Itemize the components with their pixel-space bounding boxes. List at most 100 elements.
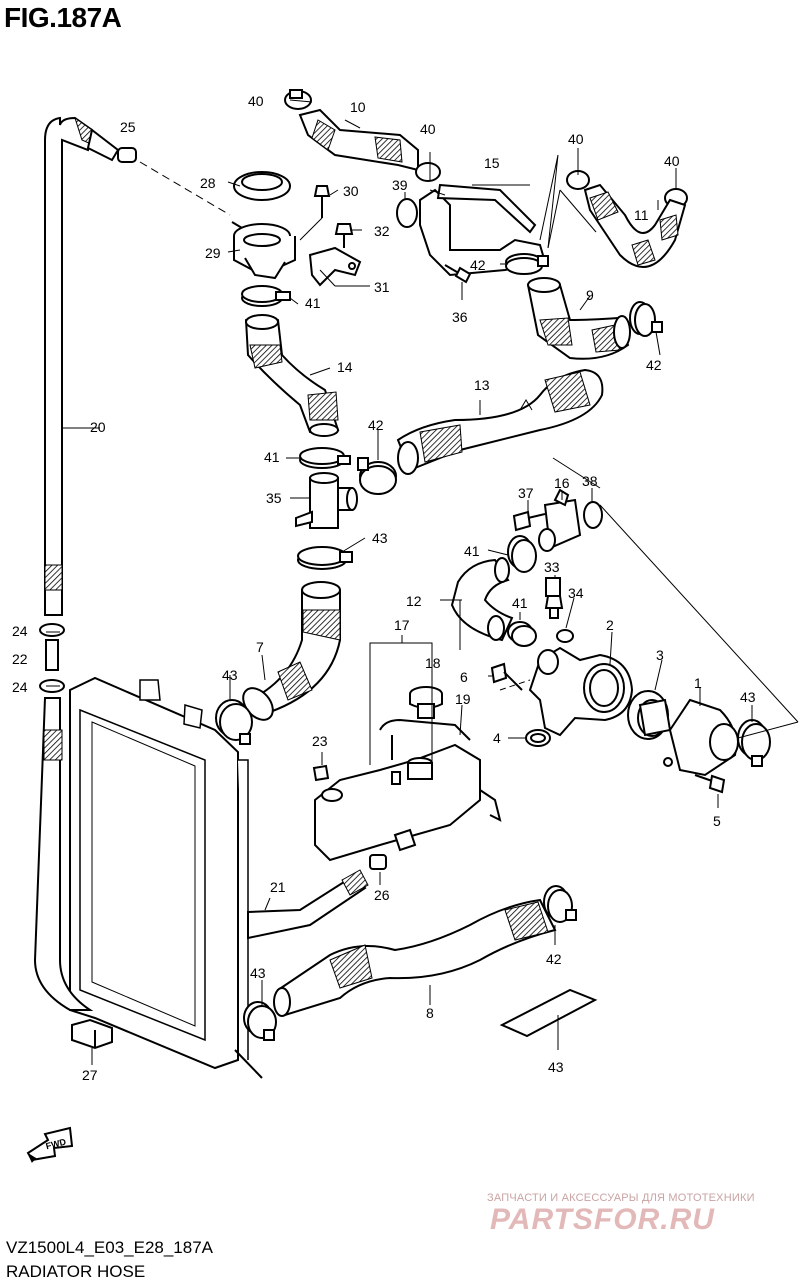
clamp-43-low xyxy=(243,1001,277,1041)
callout-numbers: 1 2 3 4 5 6 7 8 9 10 11 12 13 14 15 16 1… xyxy=(12,93,756,1083)
leader-lines xyxy=(46,99,799,1065)
fitting-22 xyxy=(33,623,94,1011)
o-ring-38 xyxy=(583,501,603,529)
sensor-33 xyxy=(544,577,564,619)
bracket-31 xyxy=(308,246,362,287)
clamp-43-left xyxy=(215,699,253,745)
fwd-arrow-icon: FWD xyxy=(26,1126,74,1163)
callout-39: 39 xyxy=(392,177,408,193)
pipe-15 xyxy=(419,183,547,277)
hose-10 xyxy=(298,108,419,172)
callout-4: 4 xyxy=(493,730,501,746)
bolt-32 xyxy=(334,223,354,248)
callout-26: 26 xyxy=(374,887,390,903)
callout-19: 19 xyxy=(455,691,471,707)
callout-24a: 24 xyxy=(12,623,28,639)
model-code: VZ1500L4_E03_E28_187A xyxy=(6,1238,214,1257)
watermark-tagline: ЗАПЧАСТИ И АКСЕССУАРЫ ДЛЯ МОТОТЕХНИКИ xyxy=(487,1192,755,1204)
callout-44: 43 xyxy=(548,1059,564,1075)
callout-28: 28 xyxy=(200,175,216,191)
clamp-41-right xyxy=(507,535,537,573)
bolt-23 xyxy=(312,764,330,782)
callout-36: 36 xyxy=(452,309,468,325)
washer-34 xyxy=(556,629,574,643)
callout-43c: 43 xyxy=(222,667,238,683)
callout-43d: 43 xyxy=(740,689,756,705)
clamp-43-upper xyxy=(357,457,397,495)
hose-14 xyxy=(244,314,340,437)
callout-11: 11 xyxy=(634,207,649,223)
callout-41d: 41 xyxy=(512,595,528,611)
clamp-27 xyxy=(71,1018,113,1050)
cap-18 xyxy=(409,686,443,719)
pipe-16 xyxy=(538,488,582,552)
callout-23: 23 xyxy=(312,733,328,749)
callout-43e: 43 xyxy=(250,965,266,981)
hose-11 xyxy=(583,183,687,268)
callout-1: 1 xyxy=(694,675,702,691)
callout-12: 12 xyxy=(406,593,422,609)
callout-41a: 41 xyxy=(305,295,321,311)
callout-16: 16 xyxy=(554,475,570,491)
watermark-logo: PARTSFOR.RU xyxy=(490,1203,715,1236)
callout-17: 17 xyxy=(394,617,410,633)
clamp-41-mid xyxy=(299,447,351,469)
callout-40a: 40 xyxy=(248,93,264,109)
callout-32: 32 xyxy=(374,223,390,239)
bolt-6 xyxy=(490,662,523,691)
callout-40b: 40 xyxy=(420,121,436,137)
clamp-42-low xyxy=(543,885,577,923)
clamp-42-right xyxy=(629,301,663,337)
callout-43b: 43 xyxy=(372,530,388,546)
callout-13: 13 xyxy=(474,377,490,393)
hose-13 xyxy=(396,368,604,475)
callout-21: 21 xyxy=(270,879,286,895)
bolt-5 xyxy=(694,774,726,794)
hose-8 xyxy=(273,898,557,1017)
hose-7 xyxy=(242,581,341,721)
joint-35 xyxy=(295,472,358,529)
callout-37: 37 xyxy=(518,485,534,501)
bolt-30 xyxy=(313,185,331,218)
callout-41b: 41 xyxy=(264,449,280,465)
callout-42b: 42 xyxy=(646,357,662,373)
o-ring-39 xyxy=(396,198,418,228)
callout-6: 6 xyxy=(460,669,468,685)
callout-8: 8 xyxy=(426,1005,434,1021)
callout-24b: 24 xyxy=(12,679,28,695)
callout-29: 29 xyxy=(205,245,221,261)
callout-3: 3 xyxy=(656,647,664,663)
radiator xyxy=(69,676,263,1079)
callout-15: 15 xyxy=(484,155,500,171)
callout-41c: 41 xyxy=(464,543,480,559)
callout-42a: 42 xyxy=(470,257,486,273)
thermostat-3 xyxy=(627,690,672,740)
clamp-41-low xyxy=(507,621,537,647)
callout-2: 2 xyxy=(606,617,614,633)
hose-12 xyxy=(450,557,514,642)
callout-9: 9 xyxy=(586,287,594,303)
filler-neck-29 xyxy=(231,221,296,280)
hose-9 xyxy=(526,277,631,360)
callout-20: 20 xyxy=(90,419,106,435)
label-44 xyxy=(499,988,598,1038)
callout-18: 18 xyxy=(425,655,441,671)
hose-20 xyxy=(44,116,120,616)
callout-25: 25 xyxy=(120,119,136,135)
callout-31: 31 xyxy=(374,279,390,295)
callout-38: 38 xyxy=(582,473,598,489)
clamp-26 xyxy=(369,854,387,870)
callout-42c: 42 xyxy=(546,951,562,967)
reservoir-19 xyxy=(314,718,502,862)
callout-30: 30 xyxy=(343,183,359,199)
callout-10: 10 xyxy=(350,99,366,115)
hose-21 xyxy=(247,869,369,940)
callout-22: 22 xyxy=(12,651,28,667)
radiator-cap-28 xyxy=(233,171,291,201)
o-ring-4 xyxy=(525,729,551,747)
clamp-25 xyxy=(117,147,137,163)
housing-2 xyxy=(528,646,634,737)
callout-40d: 40 xyxy=(664,153,680,169)
callout-34: 34 xyxy=(568,585,584,601)
